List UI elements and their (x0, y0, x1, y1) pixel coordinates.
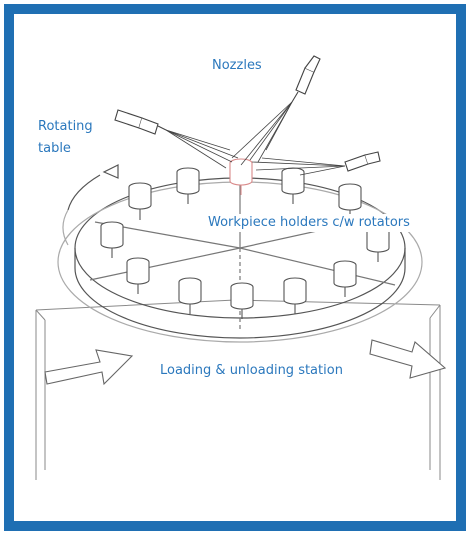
holder (230, 282, 254, 319)
nozzle-left (114, 109, 167, 135)
rotating-table (57, 177, 423, 343)
rotating-table-label-line1: Rotating (38, 118, 93, 137)
holder (333, 260, 357, 297)
nozzles-label: Nozzles (212, 57, 262, 76)
nozzle-top (291, 55, 321, 103)
nozzle-right (344, 151, 381, 172)
workpiece-holders-label: Workpiece holders c/w rotators (208, 214, 410, 233)
loading-station-box (35, 299, 441, 480)
workpiece-holders (100, 158, 390, 319)
holder (126, 257, 150, 294)
spray-lines (165, 101, 346, 176)
holder (283, 277, 307, 314)
arrow-right-icon (369, 339, 447, 379)
holder (176, 167, 200, 204)
holder (281, 167, 305, 204)
holder (100, 221, 124, 258)
curved-arrow-icon (62, 164, 119, 246)
holder-highlighted (229, 158, 253, 195)
holder (128, 182, 152, 220)
loading-station-label: Loading & unloading station (158, 361, 345, 382)
nozzles (114, 55, 381, 172)
holder (178, 277, 202, 314)
arrow-right-icon (44, 349, 134, 386)
rotating-table-label-line2: table (38, 140, 71, 159)
